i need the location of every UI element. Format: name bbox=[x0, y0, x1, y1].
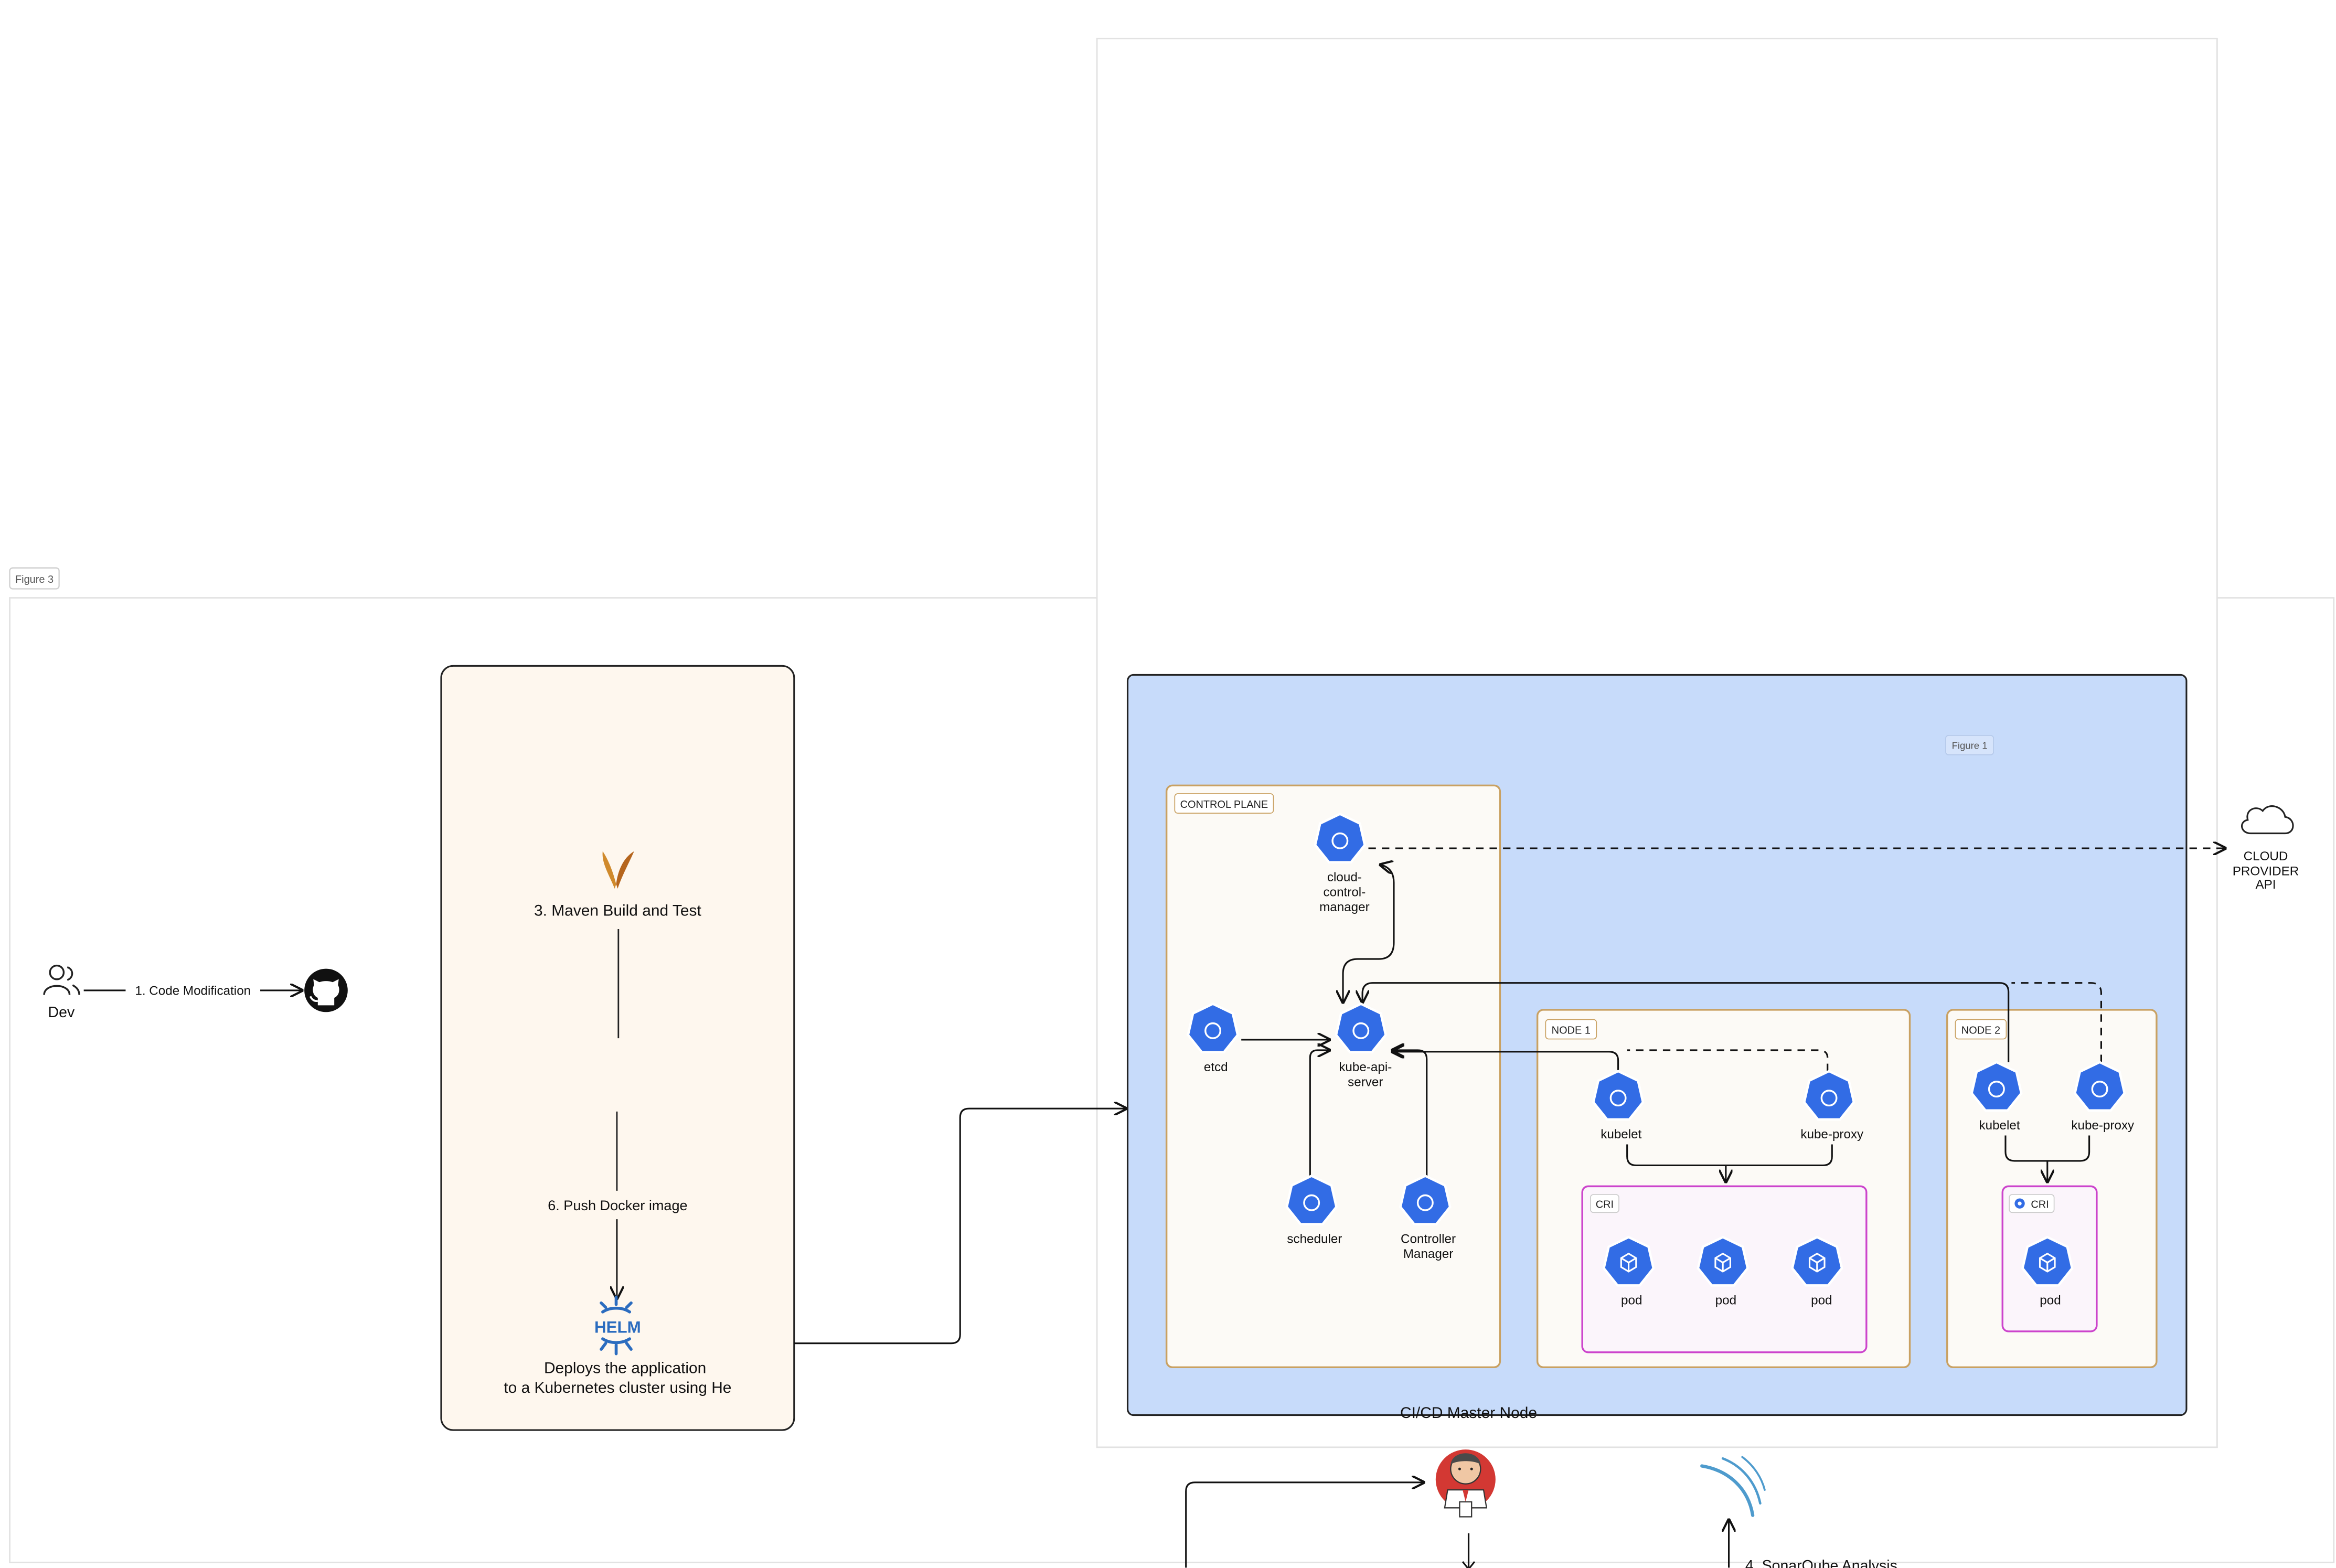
node1-pod-1-icon bbox=[1604, 1237, 1654, 1285]
github-icon bbox=[304, 968, 348, 1012]
node2-kube-proxy-icon bbox=[2075, 1062, 2125, 1111]
node-1-tag: NODE 1 bbox=[1545, 1019, 1597, 1040]
figure-3-label: Figure 3 bbox=[15, 574, 54, 585]
node2-kubelet-icon bbox=[1972, 1062, 2022, 1111]
etcd-icon bbox=[1188, 1004, 1238, 1052]
sonarqube-analysis-label: 4. SonarQube Analysis bbox=[1745, 1558, 1897, 1568]
node1-pod-2-icon bbox=[1698, 1237, 1748, 1285]
node-2-cri-title: CRI bbox=[2031, 1199, 2049, 1211]
deploy-line-1: Deploys the application bbox=[544, 1360, 706, 1377]
api-label-2: server bbox=[1348, 1075, 1383, 1089]
etcd-label: etcd bbox=[1204, 1060, 1228, 1074]
jenkins-icon bbox=[1435, 1449, 1496, 1518]
cloud-controller-manager-icon bbox=[1315, 814, 1365, 862]
user-icon bbox=[43, 964, 80, 995]
node1-kubelet-to-api-arrow bbox=[1392, 1052, 1619, 1071]
node1-pod-2-label: pod bbox=[1715, 1294, 1736, 1308]
ccm-label-1: cloud- bbox=[1327, 870, 1362, 884]
node1-pod-3-label: pod bbox=[1811, 1294, 1832, 1308]
node-2-title: NODE 2 bbox=[1961, 1025, 2000, 1037]
node1-pod-1-label: pod bbox=[1621, 1294, 1642, 1308]
jenkins-down-arrowhead bbox=[1462, 1561, 1476, 1568]
pipeline-panel bbox=[440, 665, 795, 1431]
api-label-1: kube-api- bbox=[1339, 1060, 1392, 1074]
sonarqube-icon bbox=[1700, 1456, 1766, 1517]
node-1-title: NODE 1 bbox=[1552, 1025, 1591, 1037]
push-docker-label: 6. Push Docker image bbox=[548, 1197, 687, 1213]
node2-to-cri-connector bbox=[2004, 1135, 2090, 1181]
cloud-api-label-2: PROVIDER bbox=[2233, 864, 2299, 878]
node2-pod-1-icon bbox=[2022, 1237, 2072, 1285]
ccm-label-2: control- bbox=[1324, 885, 1366, 899]
deploy-line-2: to a Kubernetes cluster using He bbox=[504, 1379, 731, 1396]
kube-api-server-icon bbox=[1336, 1004, 1386, 1052]
controller-label-1: Controller bbox=[1401, 1232, 1456, 1246]
step-1-label: 1. Code Modification bbox=[135, 984, 251, 998]
dev-label: Dev bbox=[48, 1004, 75, 1021]
node1-proxy-dashed-link bbox=[1627, 1049, 1829, 1071]
node1-pod-3-icon bbox=[1792, 1237, 1842, 1285]
return-to-jenkins-arrow bbox=[1185, 1482, 1424, 1568]
cloud-icon bbox=[2241, 805, 2294, 835]
scheduler-label: scheduler bbox=[1287, 1232, 1342, 1246]
control-plane-title: CONTROL PLANE bbox=[1180, 799, 1268, 810]
controller-manager-icon bbox=[1401, 1176, 1450, 1224]
node2-proxy-label: kube-proxy bbox=[2071, 1118, 2135, 1133]
ccm-api-link bbox=[1343, 865, 1395, 1002]
node2-kubelet-to-api-arrow bbox=[1362, 982, 2010, 1062]
node1-kubelet-icon bbox=[1593, 1071, 1643, 1119]
figure-1-label: Figure 1 bbox=[1952, 740, 1988, 751]
figure-1-tag: Figure 1 bbox=[1945, 734, 1994, 755]
figure-3-tag: Figure 3 bbox=[9, 567, 60, 590]
node-1-cri-title: CRI bbox=[1596, 1199, 1614, 1211]
node-2-cri-tag: CRI bbox=[2009, 1194, 2055, 1213]
node1-proxy-label: kube-proxy bbox=[1800, 1127, 1864, 1142]
scheduler-to-api-arrow bbox=[1309, 1050, 1329, 1176]
node2-proxy-dashed-link bbox=[2011, 982, 2102, 1062]
node-1-cri-tag: CRI bbox=[1590, 1194, 1619, 1213]
maven-build-label: 3. Maven Build and Test bbox=[534, 902, 701, 919]
node1-kube-proxy-icon bbox=[1804, 1071, 1854, 1119]
control-plane-tag: CONTROL PLANE bbox=[1174, 793, 1274, 814]
deploy-connector-arrow bbox=[794, 1108, 1126, 1345]
ccm-label-3: manager bbox=[1319, 900, 1370, 914]
controller-label-2: Manager bbox=[1403, 1247, 1454, 1261]
node1-kubelet-label: kubelet bbox=[1601, 1127, 1641, 1142]
maven-feather-icon bbox=[602, 851, 634, 889]
scheduler-icon bbox=[1287, 1176, 1337, 1224]
helm-icon bbox=[600, 1295, 633, 1356]
helm-wordmark: HELM bbox=[594, 1318, 641, 1337]
node2-pod-1-label: pod bbox=[2040, 1294, 2061, 1308]
node-2-tag: NODE 2 bbox=[1955, 1019, 2007, 1040]
cicd-master-label: CI/CD Master Node bbox=[1400, 1404, 1537, 1422]
node1-to-cri-connector bbox=[1626, 1144, 1833, 1182]
node2-kubelet-label: kubelet bbox=[1979, 1118, 2020, 1133]
cloud-api-label-1: CLOUD bbox=[2244, 849, 2288, 863]
cloud-api-label-3: API bbox=[2255, 878, 2276, 892]
